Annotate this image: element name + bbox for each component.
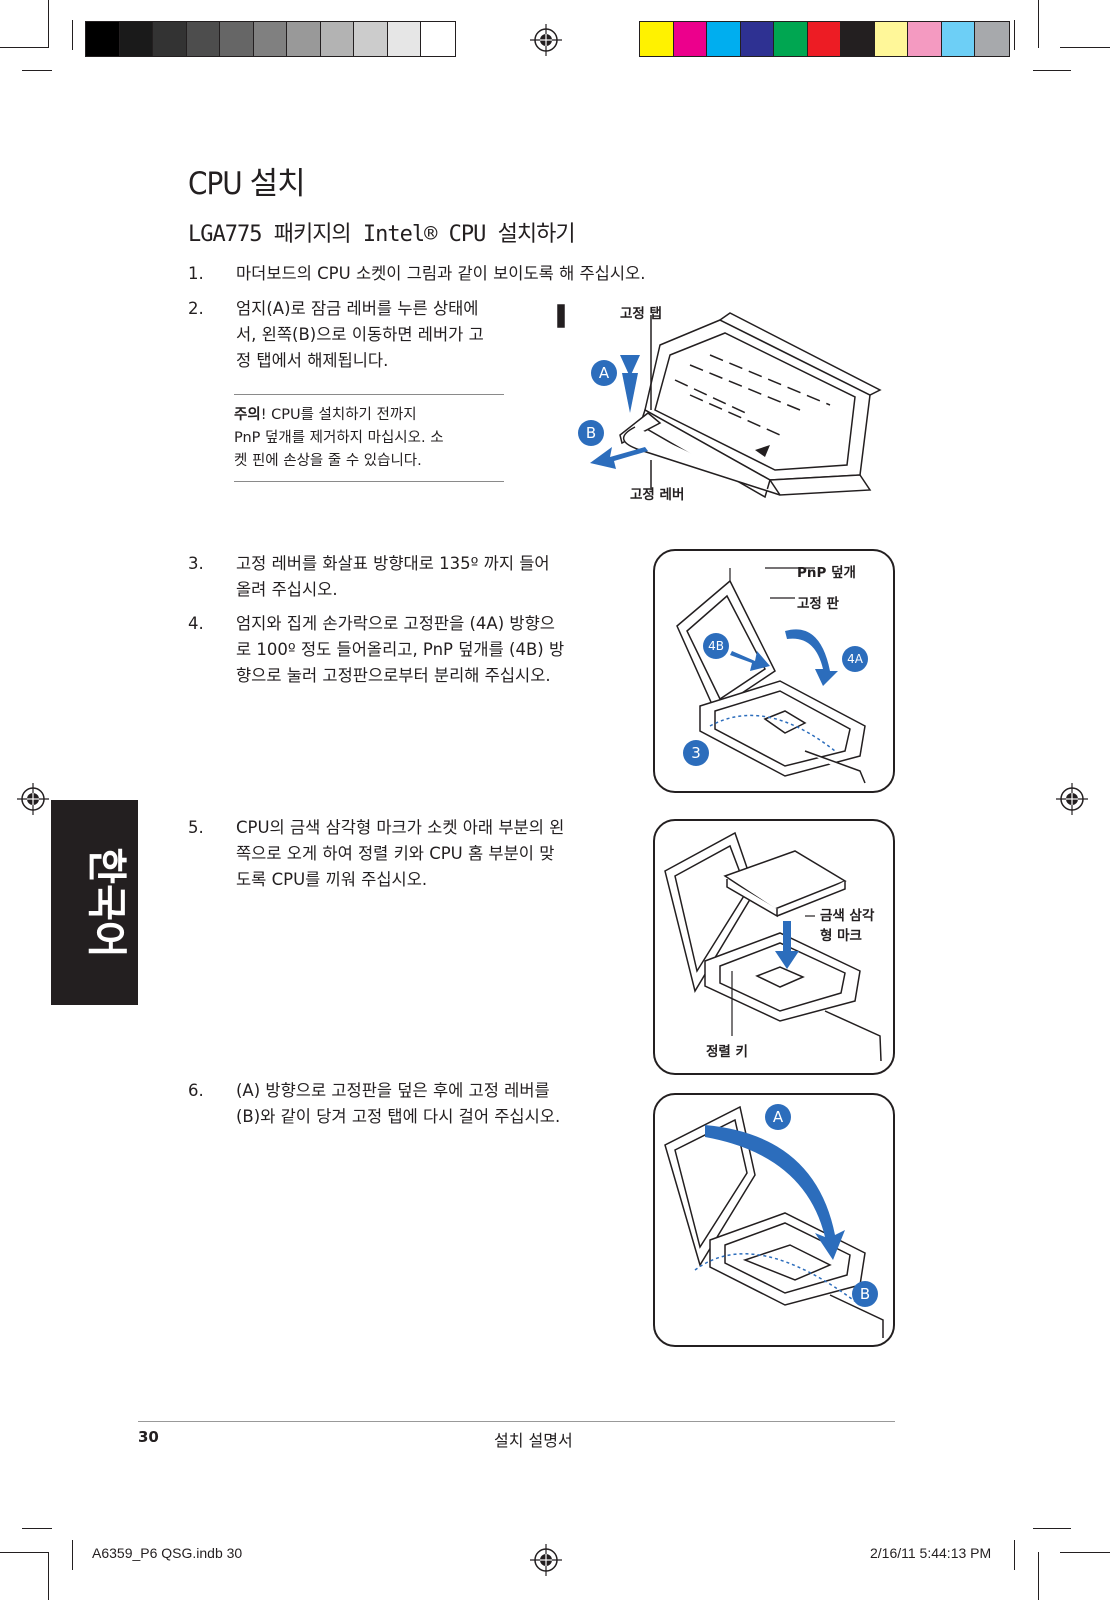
crop-mark	[22, 70, 52, 71]
crop-mark	[1014, 1540, 1015, 1570]
step-text: 엄지와 집게 손가락으로 고정판을 (4A) 방향으 로 100º 정도 들어올…	[236, 614, 565, 685]
crop-mark	[22, 1528, 52, 1529]
crop-mark	[1038, 0, 1039, 48]
gold-triangle-label-line2: 형 마크	[820, 928, 862, 944]
page-number: 30	[138, 1428, 159, 1446]
marker-a: A	[591, 360, 617, 386]
step-number: 3.	[188, 554, 204, 573]
crop-mark	[48, 0, 49, 48]
registration-mark-icon	[530, 24, 562, 56]
cpu-insert-figure	[664, 831, 882, 1062]
color-swatch	[773, 21, 809, 57]
color-swatch	[840, 21, 876, 57]
crop-mark	[1038, 1552, 1039, 1600]
step-text: 고정 레버를 화살표 방향대로 135º 까지 들어 올려 주십시오.	[236, 554, 550, 599]
registration-mark-icon	[17, 783, 49, 815]
step-text: CPU의 금색 삼각형 마크가 소켓 아래 부분의 왼 쪽으로 오게 하여 정렬…	[236, 818, 565, 889]
color-swatch	[386, 21, 422, 57]
step-6: 6. (A) 방향으로 고정판을 덮은 후에 고정 레버를 (B)와 같이 당겨…	[188, 1078, 658, 1134]
lock-lever-label: 고정 레버	[630, 487, 685, 503]
alignment-key-label: 정렬 키	[706, 1044, 748, 1060]
color-swatch	[252, 21, 288, 57]
caution-text: ! CPU를 설치하기 전까지 PnP 덮개를 제거하지 마십시오. 소 켓 핀…	[234, 407, 444, 469]
color-swatch	[672, 21, 708, 57]
language-side-tab-label: 한국어	[83, 847, 129, 958]
step-3: 3. 고정 레버를 화살표 방향대로 135º 까지 들어 올려 주십시오.	[188, 551, 638, 607]
registration-mark-icon	[1056, 783, 1088, 815]
section-subtitle: LGA775 패키지의 Intel® CPU 설치하기	[188, 222, 576, 247]
lock-tab-label: 고정 탭	[620, 306, 662, 322]
slug-right: 2/16/11 5:44:13 PM	[870, 1545, 992, 1561]
step-number: 1.	[188, 264, 204, 283]
close-plate-figure	[664, 1105, 884, 1338]
marker-a: A	[765, 1104, 791, 1130]
color-swatch	[739, 21, 775, 57]
color-swatch	[706, 21, 742, 57]
pnp-cover-figure	[676, 567, 866, 784]
registration-mark-icon	[530, 1544, 562, 1576]
note-rule-bottom	[234, 481, 504, 482]
step-text: (A) 방향으로 고정판을 덮은 후에 고정 레버를 (B)와 같이 당겨 고정…	[236, 1081, 561, 1126]
crop-mark	[1033, 1528, 1071, 1529]
marker-4a: 4A	[842, 646, 868, 672]
step-4: 4. 엄지와 집게 손가락으로 고정판을 (4A) 방향으 로 100º 정도 …	[188, 611, 648, 695]
crop-mark	[1033, 70, 1071, 71]
color-swatch	[873, 21, 909, 57]
marker-b: B	[578, 420, 604, 446]
step-number: 5.	[188, 818, 204, 837]
step-number: 2.	[188, 299, 204, 318]
crop-mark	[1014, 20, 1015, 50]
step-text: 마더보드의 CPU 소켓이 그림과 같이 보이도록 해 주십시오.	[236, 264, 646, 283]
color-swatch	[806, 21, 842, 57]
color-swatch	[940, 21, 976, 57]
marker-b: B	[852, 1281, 878, 1307]
color-swatch	[319, 21, 355, 57]
color-swatch	[286, 21, 322, 57]
step-number: 4.	[188, 614, 204, 633]
color-swatch	[219, 21, 255, 57]
color-swatch	[420, 21, 456, 57]
color-swatch	[974, 21, 1010, 57]
slug-left: A6359_P6 QSG.indb 30	[92, 1545, 243, 1561]
crop-mark	[1060, 1552, 1110, 1553]
marker-3: 3	[683, 740, 709, 766]
caution-note: 주의! CPU를 설치하기 전까지 PnP 덮개를 제거하지 마십시오. 소 켓…	[234, 404, 524, 473]
footer-rule	[138, 1421, 895, 1422]
crop-mark	[72, 20, 73, 50]
load-plate-label: 고정 판	[797, 596, 839, 612]
footer-title: 설치 설명서	[494, 1431, 573, 1450]
crop-mark	[0, 47, 48, 48]
color-swatch	[152, 21, 188, 57]
step-5: 5. CPU의 금색 삼각형 마크가 소켓 아래 부분의 왼 쪽으로 오게 하여…	[188, 815, 648, 899]
color-swatch	[185, 21, 221, 57]
step-text: 엄지(A)로 잠금 레버를 누른 상태에 서, 왼쪽(B)으로 이동하면 레버가…	[236, 299, 484, 370]
marker-4b: 4B	[703, 633, 729, 659]
color-swatch	[353, 21, 389, 57]
crop-mark	[1060, 47, 1110, 48]
pnp-cover-label: PnP 덮개	[797, 565, 856, 581]
color-swatch	[907, 21, 943, 57]
step-number: 6.	[188, 1081, 204, 1100]
crop-mark	[72, 1540, 73, 1570]
caution-label: 주의	[234, 407, 261, 423]
color-swatch	[118, 21, 154, 57]
socket-lever-figure	[557, 304, 882, 499]
language-side-tab	[51, 800, 138, 1005]
color-swatch	[639, 21, 675, 57]
crop-mark	[48, 1552, 49, 1600]
step-1: 1. 마더보드의 CPU 소켓이 그림과 같이 보이도록 해 주십시오.	[188, 261, 808, 291]
page-title: CPU 설치	[188, 166, 306, 202]
note-rule-top	[234, 394, 504, 395]
color-swatch	[85, 21, 121, 57]
crop-mark	[0, 1552, 48, 1553]
gold-triangle-label-line1: 금색 삼각	[820, 908, 875, 924]
step-2: 2. 엄지(A)로 잠금 레버를 누른 상태에 서, 왼쪽(B)으로 이동하면 …	[188, 296, 568, 376]
